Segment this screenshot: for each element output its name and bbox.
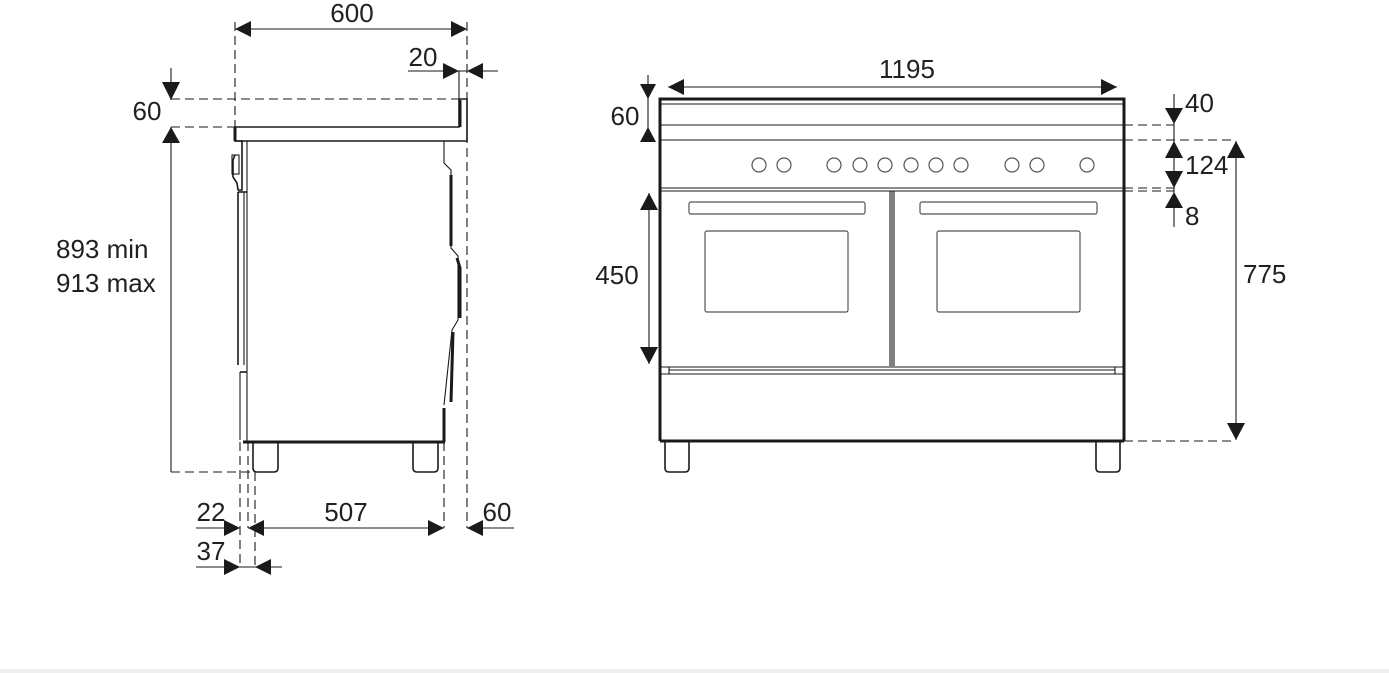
- oven-window: [936, 230, 1081, 313]
- label-8: 8: [1185, 201, 1199, 231]
- knob-icon: [953, 157, 969, 173]
- knob-icon: [826, 157, 842, 173]
- label-22: 22: [197, 497, 226, 527]
- knob-icon: [877, 157, 893, 173]
- knob-icon: [852, 157, 868, 173]
- oven-handle: [919, 201, 1098, 215]
- storage-drawer: [660, 366, 1124, 375]
- label-20: 20: [409, 42, 438, 72]
- right-oven-door: [893, 191, 1098, 366]
- label-60-front: 60: [611, 101, 640, 131]
- dimension-right-stack: 40 124 8: [1124, 88, 1235, 231]
- dimension-top-60: 60: [133, 68, 459, 143]
- label-60-rear: 60: [483, 497, 512, 527]
- front-view: 1195 60: [595, 54, 1286, 473]
- oven-window: [704, 230, 849, 313]
- label-913-max: 913 max: [56, 268, 156, 298]
- knob-icon: [751, 157, 767, 173]
- dimension-body-775: 775: [1124, 141, 1286, 442]
- side-silhouette: [231, 98, 468, 473]
- dimension-backguard-20: 20: [408, 42, 498, 100]
- dimension-oven-450: 450: [595, 193, 658, 364]
- knob-icon: [776, 157, 792, 173]
- label-40: 40: [1185, 88, 1214, 118]
- label-60-top: 60: [133, 96, 162, 126]
- knob-icon: [1079, 157, 1095, 173]
- knob-icon: [1029, 157, 1045, 173]
- knob-icon: [928, 157, 944, 173]
- oven-handle: [688, 201, 866, 215]
- control-knobs: [751, 157, 1095, 173]
- label-124: 124: [1185, 150, 1228, 180]
- dimension-depth-600: 600: [234, 0, 468, 528]
- side-view: 600 20 60 893 min 913 max: [56, 0, 514, 575]
- label-893-min: 893 min: [56, 234, 149, 264]
- label-450: 450: [595, 260, 638, 290]
- label-775: 775: [1243, 259, 1286, 289]
- dimension-width-1195: 1195: [668, 54, 1117, 95]
- dimension-bottom-row: 22 507 60 37: [196, 442, 514, 575]
- left-oven-door: [688, 191, 893, 366]
- dimension-front-top-60: 60: [611, 75, 656, 142]
- label-507: 507: [324, 497, 367, 527]
- dimension-height-893-913: 893 min 913 max: [56, 127, 255, 473]
- footer-divider: [0, 669, 1389, 673]
- knob-icon: [1004, 157, 1020, 173]
- label-600: 600: [330, 0, 373, 28]
- knob-icon: [903, 157, 919, 173]
- front-feet: [664, 442, 1121, 473]
- label-37: 37: [197, 536, 226, 566]
- label-1195: 1195: [879, 54, 935, 84]
